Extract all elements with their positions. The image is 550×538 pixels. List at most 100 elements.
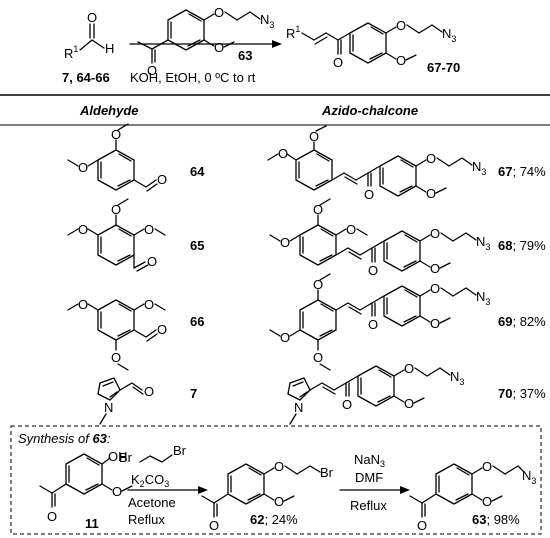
ether-oxygen: O xyxy=(404,361,414,376)
ether-oxygen: O xyxy=(214,5,224,20)
conditions-text: KOH, EtOH, 0 ºC to rt xyxy=(130,70,256,85)
methoxy-oxygen: O xyxy=(430,261,440,276)
step2-solvent: DMF xyxy=(355,470,383,485)
methoxy-oxygen: O xyxy=(112,484,122,499)
product-label: 67-70 xyxy=(427,60,460,75)
product-yield: 68; 79% xyxy=(498,238,546,253)
step2-arrow: NaN3 DMF Reflux xyxy=(339,452,410,513)
carbonyl-oxygen: O xyxy=(87,10,97,25)
methoxy-oxygen: O xyxy=(78,297,88,312)
ketone-oxygen: O xyxy=(417,518,427,533)
azide-group: N3 xyxy=(450,369,464,387)
ether-oxygen: O xyxy=(274,459,284,474)
methoxy-oxygen: O xyxy=(278,146,288,161)
aldehyde-oxygen: O xyxy=(144,384,154,399)
ether-oxygen: O xyxy=(430,226,440,241)
ether-oxygen: O xyxy=(482,459,492,474)
product-yield: 69; 82% xyxy=(498,314,546,329)
intermediate-62: O Br O O 62; 24% xyxy=(201,459,334,533)
aldehyde-hydrogen: H xyxy=(105,41,114,56)
intermediate-yield: 62; 24% xyxy=(250,512,298,527)
synthesis-title: Synthesis of 63: xyxy=(18,431,111,446)
azide-group: N3 xyxy=(260,12,274,30)
azide-group: N3 xyxy=(476,234,490,252)
step1-arrow: Br Br K2CO3 Acetone Reflux xyxy=(119,443,208,527)
product-methoxy-oxygen: O xyxy=(396,53,406,68)
aldehyde-label: 66 xyxy=(190,314,204,329)
product-yield: 67; 74% xyxy=(498,164,546,179)
methoxy-oxygen: O xyxy=(313,202,323,217)
ketone-oxygen: O xyxy=(209,518,219,533)
bromine-atom: Br xyxy=(173,443,187,458)
table-row: O O O 64 O O O O N3 xyxy=(67,123,546,202)
table-row: O O O O 66 O O O O xyxy=(67,273,546,371)
synthesis-box xyxy=(10,425,542,535)
methoxy-oxygen: O xyxy=(274,494,284,509)
methoxy-oxygen: O xyxy=(144,297,154,312)
final-product-63: O N3 O O 63; 98% xyxy=(409,459,536,533)
product-ketone-oxygen: O xyxy=(333,55,343,70)
start-label: 11 xyxy=(85,516,99,531)
step2-temperature: Reflux xyxy=(350,498,387,513)
product-azide-group: N3 xyxy=(442,26,456,44)
methoxy-oxygen: O xyxy=(313,350,323,365)
hydroxyl-group: OH xyxy=(108,449,128,464)
bromine-atom: Br xyxy=(119,450,133,465)
methoxy-oxygen: O xyxy=(111,127,121,142)
azide-group: N3 xyxy=(522,468,536,486)
pyrrole-nitrogen: N xyxy=(104,400,113,415)
table-row: N O 7 N O O N3 O 70; 37% xyxy=(97,361,546,425)
methoxy-oxygen: O xyxy=(78,222,88,237)
methoxy-oxygen: O xyxy=(346,222,356,237)
pyrrole-nitrogen: N xyxy=(294,400,303,415)
methoxy-oxygen: O xyxy=(482,494,492,509)
step1-solvent: Acetone xyxy=(128,495,176,510)
table-row: O O O O 65 O O O O xyxy=(67,198,546,278)
aldehyde-oxygen: O xyxy=(157,172,167,187)
ketone-oxygen: O xyxy=(47,509,57,524)
ketone-oxygen: O xyxy=(342,397,352,412)
methoxy-oxygen: O xyxy=(426,186,436,201)
methoxy-oxygen: O xyxy=(280,235,290,250)
product-yield: 70; 37% xyxy=(498,386,546,401)
methoxy-oxygen: O xyxy=(309,129,319,144)
methoxy-oxygen: O xyxy=(404,396,414,411)
methoxy-oxygen: O xyxy=(313,277,323,292)
final-yield: 63; 98% xyxy=(472,512,520,527)
aldehyde-oxygen: O xyxy=(147,254,157,269)
methoxy-oxygen: O xyxy=(214,40,224,55)
bromine-atom: Br xyxy=(320,465,334,480)
step1-base: K2CO3 xyxy=(131,472,169,489)
product-ether-oxygen: O xyxy=(396,18,406,33)
reaction-arrow-top: KOH, EtOH, 0 ºC to rt xyxy=(129,40,282,85)
starting-material-11: OH O O 11 xyxy=(39,449,133,531)
aldehyde-label: 7 xyxy=(190,386,197,401)
ether-oxygen: O xyxy=(426,151,436,166)
chalcone-general-structure: R1 O O N3 O 67-70 xyxy=(286,18,460,75)
product-r1-group: R1 xyxy=(286,24,300,41)
ketone-oxygen: O xyxy=(368,317,378,332)
aldehyde-oxygen: O xyxy=(157,322,167,337)
methoxy-oxygen: O xyxy=(78,160,88,175)
aldehyde-general-structure: O H R1 7, 64-66 xyxy=(62,10,114,85)
partner-label: 63 xyxy=(238,48,252,63)
methoxy-oxygen: O xyxy=(111,350,121,365)
methoxy-oxygen: O xyxy=(430,316,440,331)
aldehyde-label: 65 xyxy=(190,238,204,253)
column-header-product: Azido-chalcone xyxy=(321,103,418,118)
r1-group: R1 xyxy=(64,44,78,61)
azide-group: N3 xyxy=(472,159,486,177)
acetophenone-azide-63: O O N3 O 63 xyxy=(137,5,274,78)
ketone-oxygen: O xyxy=(368,263,378,278)
step2-reagent: NaN3 xyxy=(354,452,385,469)
methoxy-oxygen: O xyxy=(144,222,154,237)
ketone-oxygen: O xyxy=(147,63,157,78)
column-header-aldehyde: Aldehyde xyxy=(79,103,139,118)
reagent-label: 7, 64-66 xyxy=(62,70,110,85)
ether-oxygen: O xyxy=(430,281,440,296)
methoxy-oxygen: O xyxy=(280,330,290,345)
step1-temperature: Reflux xyxy=(128,512,165,527)
ketone-oxygen: O xyxy=(364,187,374,202)
aldehyde-label: 64 xyxy=(190,164,205,179)
